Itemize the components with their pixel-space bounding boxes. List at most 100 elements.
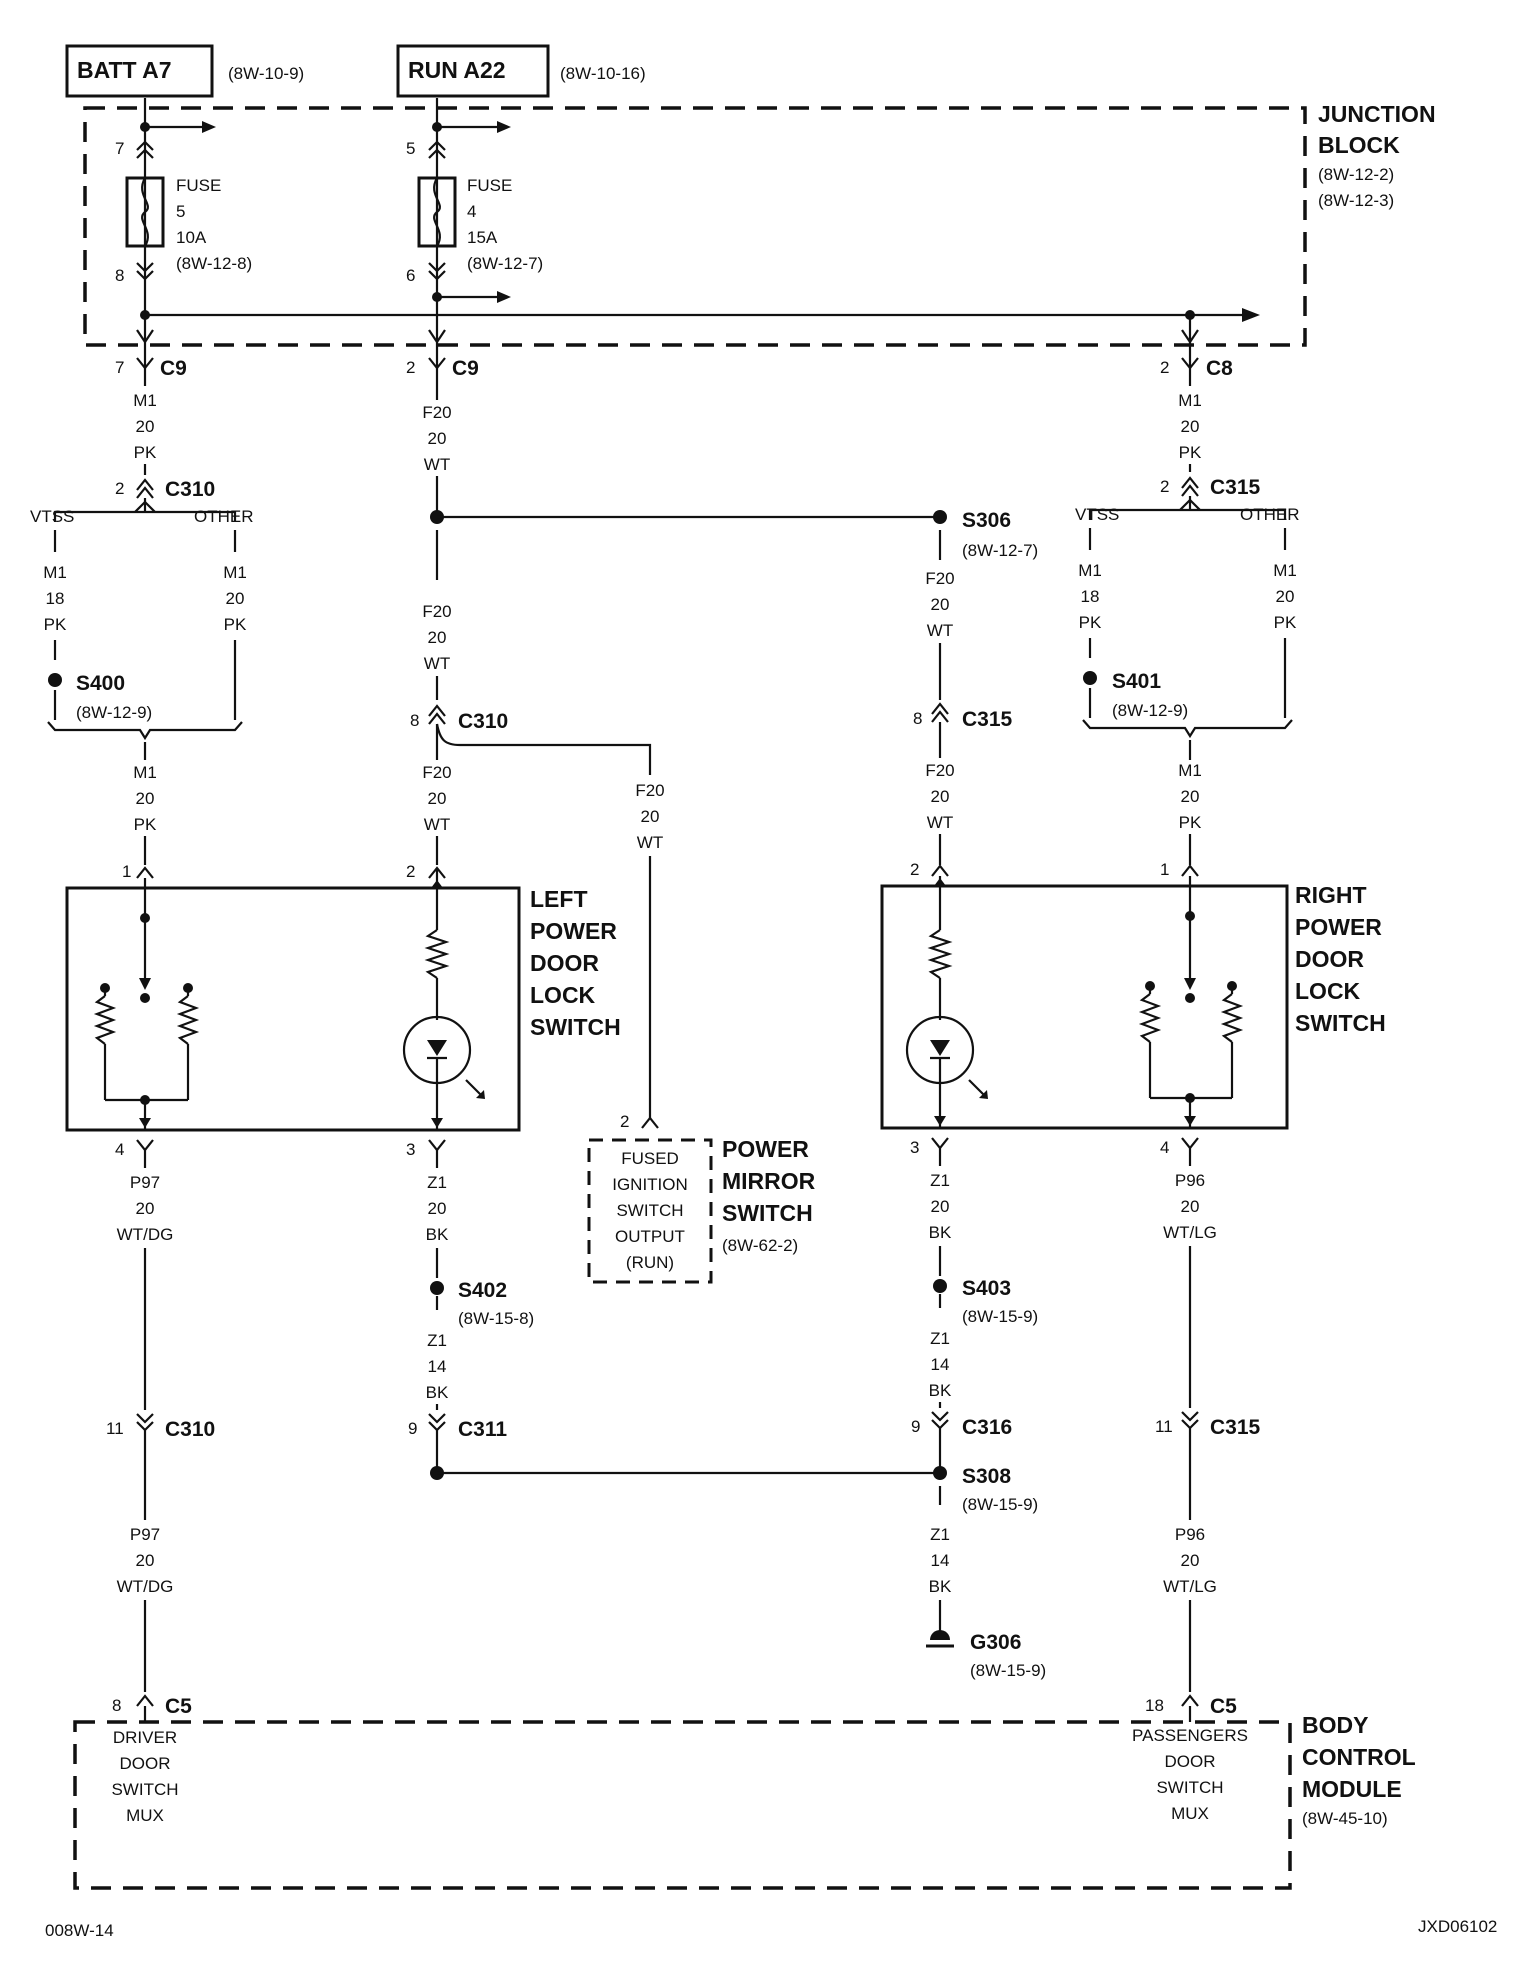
fuse-5-pin-top: 7: [115, 139, 124, 158]
left-switch-title-5: SWITCH: [530, 1014, 621, 1040]
right-power-door-lock-switch-box: [880, 884, 1289, 1130]
c310-low-pin: 11: [106, 1419, 124, 1438]
wire-z1-right-top-1: Z1: [930, 1171, 950, 1190]
fuse-4-ref: (8W-12-7): [467, 254, 543, 273]
left-switch-title-1: LEFT: [530, 886, 588, 912]
fuse-5-circuit: [125, 98, 216, 345]
wire-m1-18-left-2: 18: [46, 589, 65, 608]
wire-f20-top-1: F20: [422, 403, 451, 422]
bcm-title-2: CONTROL: [1302, 1744, 1416, 1770]
c311-name: C311: [458, 1418, 507, 1441]
s400-ref: (8W-12-9): [76, 703, 152, 722]
wire-z1-left-top-1: Z1: [427, 1173, 447, 1192]
right-switch-pin-2: 2: [910, 860, 919, 879]
other-left-label: OTHER: [194, 507, 254, 526]
wire-m1-20-right-3: PK: [1274, 613, 1297, 632]
wire-m1-20-left-3: PK: [224, 615, 247, 634]
s403-name: S403: [962, 1277, 1011, 1300]
wire-m1-20-right-2: 20: [1276, 587, 1295, 606]
c311-pin: 9: [408, 1419, 417, 1438]
fuse-5-pin-bottom: 8: [115, 266, 124, 285]
bcm-ref: (8W-45-10): [1302, 1809, 1388, 1828]
wire-m1-top-right-2: 20: [1181, 417, 1200, 436]
wire-f20-mirror-2: 20: [641, 807, 660, 826]
s306-dot: [933, 510, 947, 524]
bcm-title-1: BODY: [1302, 1712, 1368, 1738]
mirror-box-line-1: FUSED: [621, 1149, 679, 1168]
mirror-box-line-5: (RUN): [626, 1253, 674, 1272]
bcm-right-func-4: MUX: [1171, 1804, 1209, 1823]
fuse-5-rating: 10A: [176, 228, 207, 247]
wire-z1-left-14-2: 14: [428, 1357, 447, 1376]
junction-block-ref-2: (8W-12-3): [1318, 191, 1394, 210]
wire-m1-left-sw-1: M1: [133, 763, 157, 782]
c9-left-name: C9: [160, 357, 187, 380]
c316-name: C316: [962, 1416, 1012, 1439]
s402-name: S402: [458, 1279, 507, 1302]
left-switch-internals: [93, 866, 485, 1130]
mirror-pin: 2: [620, 1112, 629, 1131]
wire-z1-left-top-2: 20: [428, 1199, 447, 1218]
junction-block-outline: [83, 106, 1307, 347]
wire-p97-bot-3: WT/DG: [117, 1577, 174, 1596]
c316-pin: 9: [911, 1417, 920, 1436]
fuse-4-circuit: [417, 98, 511, 345]
wire-z1-right-top-3: BK: [929, 1223, 952, 1242]
c5-right-connector: [1181, 1694, 1199, 1707]
bcm-title-3: MODULE: [1302, 1776, 1402, 1802]
c5-left-pin: 8: [112, 1696, 121, 1715]
wire-f20-right-sw-3: WT: [927, 813, 953, 832]
bcm-right-func-3: SWITCH: [1156, 1778, 1223, 1797]
other-right-label: OTHER: [1240, 505, 1300, 524]
wire-f20-mid-1: F20: [422, 602, 451, 621]
s403-ref: (8W-15-9): [962, 1307, 1038, 1326]
junction-block-ref-1: (8W-12-2): [1318, 165, 1394, 184]
run-a22-ref: (8W-10-16): [560, 64, 646, 83]
left-switch-pin-4: 4: [115, 1140, 124, 1159]
wire-m1-top-left-1: M1: [133, 391, 157, 410]
wire-m1-right-sw-1: M1: [1178, 761, 1202, 780]
c310-top-pin: 2: [115, 479, 124, 498]
wire-p96-top-1: P96: [1175, 1171, 1205, 1190]
wire-z1-left-14-3: BK: [426, 1383, 449, 1402]
wire-p97-bot-2: 20: [136, 1551, 155, 1570]
wire-m1-18-right-3: PK: [1079, 613, 1102, 632]
bcm-right-func-1: PASSENGERS: [1132, 1726, 1248, 1745]
right-switch-title-4: LOCK: [1295, 978, 1361, 1004]
c310-mid-pin: 8: [410, 711, 419, 730]
fuse-5-number: 5: [176, 202, 185, 221]
wire-f20-mirror-3: WT: [637, 833, 663, 852]
fuse-4-pin-bottom: 6: [406, 266, 415, 285]
c5-left-name: C5: [165, 1695, 192, 1718]
wire-z1-right-14-2: 14: [931, 1355, 950, 1374]
right-switch-title-2: POWER: [1295, 914, 1382, 940]
footer-left-code: 008W-14: [45, 1921, 114, 1940]
fuse-5-ref: (8W-12-8): [176, 254, 252, 273]
wire-z1-right-14-1: Z1: [930, 1329, 950, 1348]
s308-name: S308: [962, 1465, 1011, 1488]
wire-f20-right-sw-1: F20: [925, 761, 954, 780]
left-switch-pin-2: 2: [406, 862, 415, 881]
vtss-right-label: VTSS: [1075, 505, 1119, 524]
c315-low-name: C315: [1210, 1416, 1261, 1439]
wire-p97-top-2: 20: [136, 1199, 155, 1218]
wire-m1-20-left-2: 20: [226, 589, 245, 608]
left-switch-title-3: DOOR: [530, 950, 599, 976]
wire-m1-top-left-3: PK: [134, 443, 157, 462]
run-a22-label: RUN A22: [408, 57, 506, 83]
wire-m1-20-left-1: M1: [223, 563, 247, 582]
wire-f20-left-sw-1: F20: [422, 763, 451, 782]
batt-a7-label: BATT A7: [77, 57, 172, 83]
c9-mid-pin: 2: [406, 358, 415, 377]
mirror-title-3: SWITCH: [722, 1200, 813, 1226]
ground-icon: [926, 1626, 954, 1648]
c8-name: C8: [1206, 357, 1233, 380]
left-merge-bracket: [47, 721, 243, 741]
c315-top-name: C315: [1210, 476, 1261, 499]
right-switch-title-1: RIGHT: [1295, 882, 1367, 908]
wire-m1-top-right-1: M1: [1178, 391, 1202, 410]
wire-m1-right-sw-3: PK: [1179, 813, 1202, 832]
left-switch-title-2: POWER: [530, 918, 617, 944]
s402-ref: (8W-15-8): [458, 1309, 534, 1328]
